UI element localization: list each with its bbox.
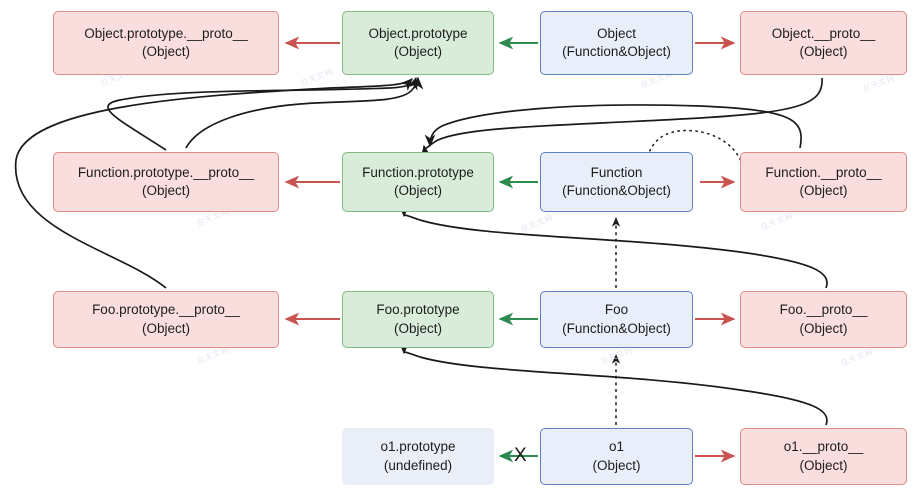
node-label-primary: Function — [590, 164, 643, 180]
node-function-prototype[interactable]: Function.prototype (Object) — [342, 152, 494, 212]
edge-foo-prototype-proto-to-object-prototype — [15, 78, 413, 289]
node-label-secondary: (Object) — [799, 183, 848, 198]
node-object-proto[interactable]: Object.__proto__ (Object) — [740, 11, 907, 75]
node-label-primary: Foo.prototype — [376, 302, 460, 318]
node-object-prototype-proto[interactable]: Object.prototype.__proto__ (Object) — [53, 11, 279, 75]
node-object[interactable]: Object (Function&Object) — [540, 11, 693, 75]
node-label-secondary: (Object) — [393, 183, 442, 198]
node-object-prototype[interactable]: Object.prototype (Object) — [342, 11, 494, 75]
node-label-primary: o1.__proto__ — [783, 439, 864, 455]
node-label-primary: Function.prototype — [362, 164, 474, 180]
node-label-secondary: (Object) — [393, 44, 442, 59]
edge-foo-proto-to-function-prototype — [398, 204, 828, 289]
node-foo-prototype[interactable]: Foo.prototype (Object) — [342, 291, 494, 348]
node-foo-proto[interactable]: Foo.__proto__ (Object) — [740, 291, 907, 348]
node-function-proto[interactable]: Function.__proto__ (Object) — [740, 152, 907, 212]
node-label-primary: Object.__proto__ — [771, 25, 876, 41]
edge-function-proto-to-function-prototype — [424, 104, 802, 149]
node-label-primary: Foo.prototype.__proto__ — [92, 302, 240, 318]
node-label-secondary: (Object) — [141, 44, 190, 59]
node-label-primary: o1 — [608, 439, 625, 455]
node-o1-proto[interactable]: o1.__proto__ (Object) — [740, 428, 907, 485]
edge-object-proto-to-function-prototype — [420, 77, 823, 159]
blocked-relation-x-icon: X — [514, 445, 527, 466]
edge-function-prototype-proto-to-object-prototype — [107, 76, 418, 151]
node-label-primary: Object.prototype — [368, 25, 468, 41]
node-label-primary: Foo.__proto__ — [779, 302, 868, 318]
edge-o1-proto-to-foo-prototype — [398, 341, 828, 426]
node-foo-prototype-proto[interactable]: Foo.prototype.__proto__ (Object) — [53, 291, 279, 348]
node-label-primary: Object.prototype.__proto__ — [84, 25, 248, 41]
node-function-prototype-proto[interactable]: Function.prototype.__proto__ (Object) — [53, 152, 279, 212]
node-label-primary: Function.prototype.__proto__ — [77, 164, 255, 180]
node-label-primary: Function.__proto__ — [765, 164, 882, 180]
node-foo[interactable]: Foo (Function&Object) — [540, 291, 693, 348]
node-label-secondary: (Object) — [393, 320, 442, 336]
node-label-secondary: (Object) — [592, 457, 641, 473]
node-o1[interactable]: o1 (Object) — [540, 428, 693, 485]
node-label-secondary: (undefined) — [383, 457, 453, 473]
node-o1-prototype[interactable]: o1.prototype (undefined) — [342, 428, 494, 485]
node-label-secondary: (Object) — [799, 457, 848, 473]
node-function[interactable]: Function (Function&Object) — [540, 152, 693, 212]
node-label-primary: o1.prototype — [380, 439, 456, 455]
node-label-primary: Object — [596, 25, 637, 41]
node-label-secondary: (Object) — [141, 320, 190, 336]
node-label-secondary: (Object) — [141, 183, 190, 198]
node-label-secondary: (Function&Object) — [562, 44, 671, 59]
node-label-secondary: (Function&Object) — [562, 320, 671, 336]
node-label-secondary: (Object) — [799, 44, 848, 59]
node-label-secondary: (Object) — [799, 320, 848, 336]
node-label-secondary: (Function&Object) — [562, 183, 671, 198]
node-label-primary: Foo — [604, 302, 629, 318]
